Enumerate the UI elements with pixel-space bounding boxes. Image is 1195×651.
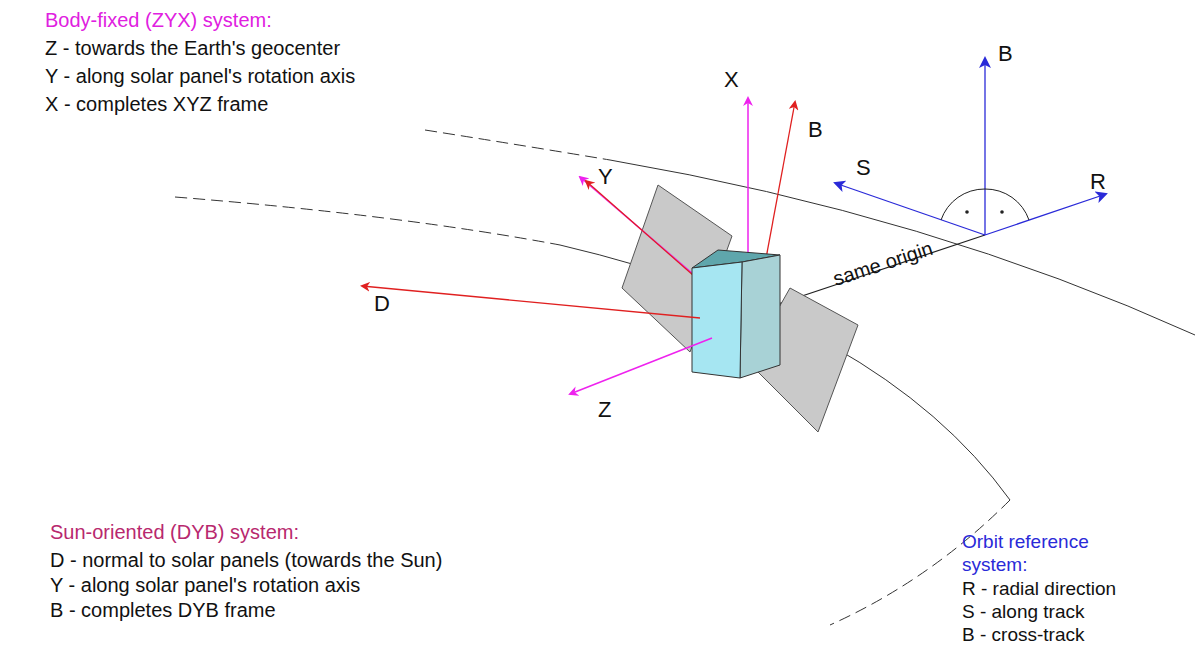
axis-letter: R <box>1090 170 1106 194</box>
axis-letter: Z <box>598 398 611 422</box>
axis-note: B - cross-track <box>962 623 1084 646</box>
system-heading: Body-fixed (ZYX) system: <box>45 8 272 32</box>
axis-letter: Y <box>598 165 613 189</box>
axis-letter: D <box>374 292 390 316</box>
axis-letter: S <box>856 156 871 180</box>
axis-note: Z - towards the Earth's geocenter <box>45 36 340 60</box>
axis-letter: B <box>808 118 823 142</box>
axis-note: B - completes DYB frame <box>50 598 276 622</box>
axis-letter: B <box>998 42 1013 66</box>
axis-note: R - radial direction <box>962 577 1116 600</box>
axis-letter: X <box>724 68 739 92</box>
axis-note: D - normal to solar panels (towards the … <box>50 548 442 572</box>
axis-note: Y - along solar panel's rotation axis <box>45 64 355 88</box>
axis-note: S - along track <box>962 600 1085 623</box>
system-heading: Orbit reference system: <box>962 530 1122 576</box>
origin-note: same origin <box>830 236 936 291</box>
system-heading: Sun-oriented (DYB) system: <box>50 520 299 544</box>
axis-note: X - completes XYZ frame <box>45 92 268 116</box>
axis-note: Y - along solar panel's rotation axis <box>50 573 360 597</box>
